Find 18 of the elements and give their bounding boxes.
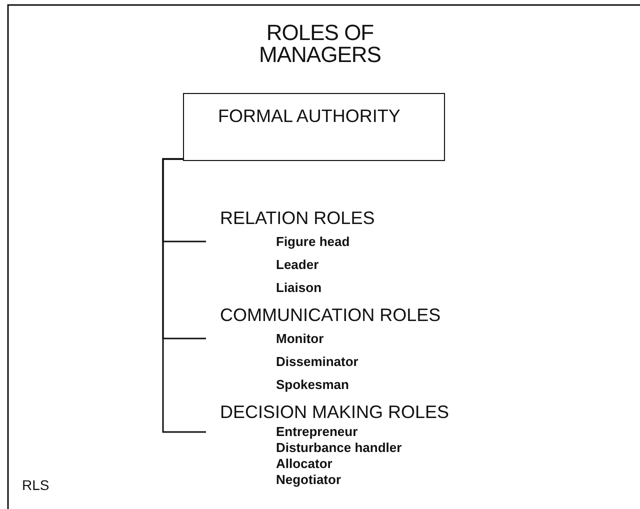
role-item: Monitor [276,330,324,348]
connector-line [162,158,206,433]
diagram-title: ROLES OF MANAGERS [258,22,382,66]
role-item: Allocator [276,456,332,472]
role-group-heading: RELATION ROLES [220,207,375,230]
role-item: Disseminator [276,353,358,371]
role-item: Spokesman [276,376,349,394]
role-item: Figure head [276,233,350,251]
role-item: Entrepreneur [276,424,358,440]
role-item: Negotiator [276,472,341,488]
note-label: RLS [22,477,50,493]
authority-box [183,93,445,161]
role-item: Liaison [276,279,322,297]
box-label: FORMAL AUTHORITY [218,106,400,127]
role-item: Disturbance handler [276,440,402,456]
role-item: Leader [276,256,319,274]
role-group-heading: DECISION MAKING ROLES [220,401,450,424]
role-group-heading: COMMUNICATION ROLES [220,304,441,327]
